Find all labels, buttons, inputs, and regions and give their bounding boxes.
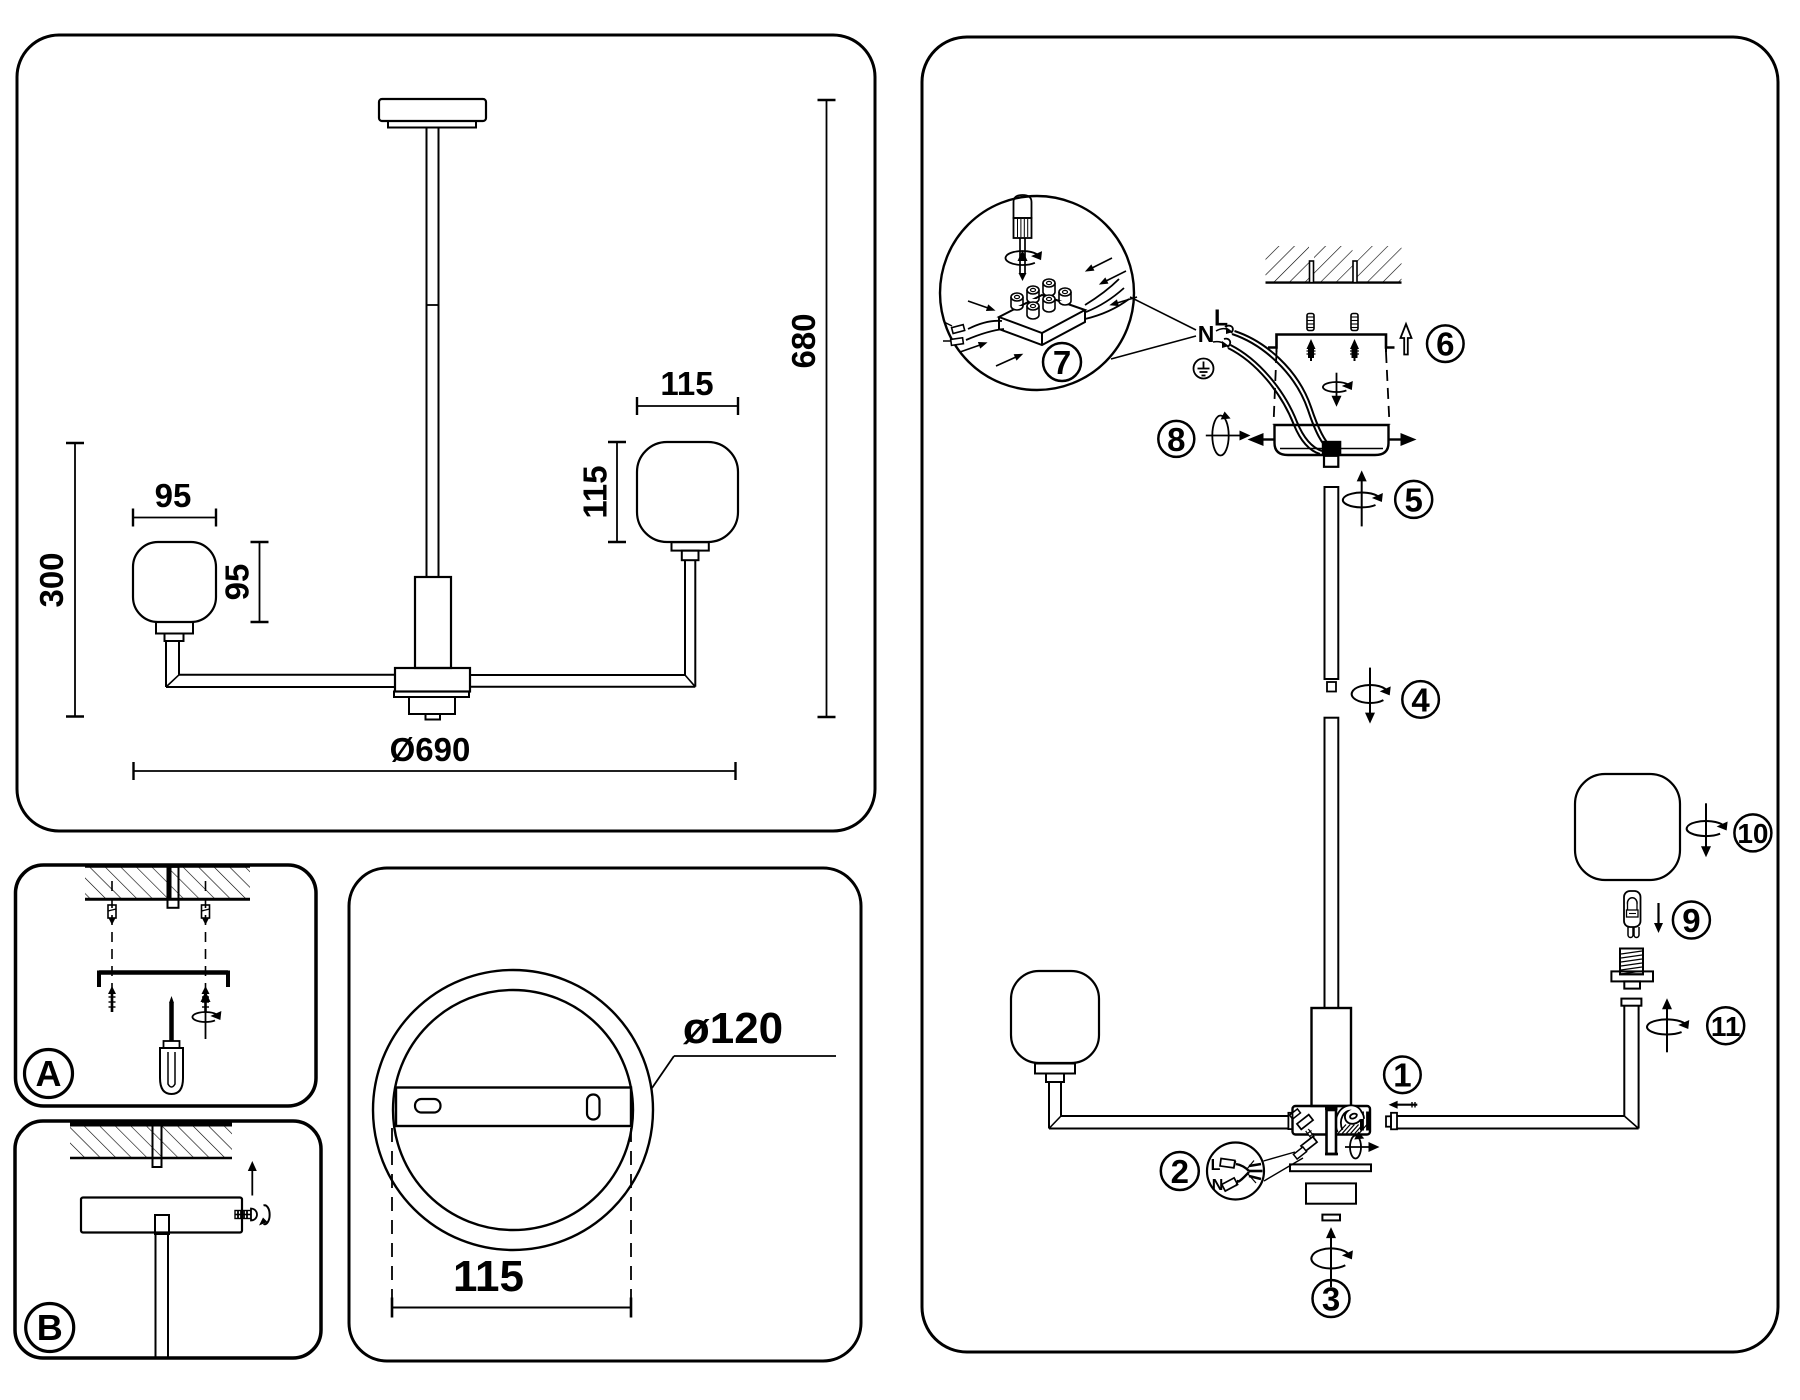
- svg-text:L: L: [1211, 1157, 1221, 1174]
- svg-text:115: 115: [577, 465, 614, 518]
- svg-text:N: N: [1212, 1177, 1224, 1194]
- svg-text:A: A: [36, 1053, 62, 1094]
- svg-text:115: 115: [453, 1252, 524, 1301]
- svg-text:B: B: [37, 1307, 63, 1348]
- svg-text:ø120: ø120: [683, 1004, 783, 1053]
- svg-text:95: 95: [219, 564, 256, 601]
- svg-text:9: 9: [1682, 902, 1700, 939]
- svg-text:7: 7: [1053, 344, 1071, 381]
- svg-text:1: 1: [1393, 1057, 1411, 1094]
- svg-text:8: 8: [1167, 421, 1185, 458]
- svg-text:N: N: [1198, 321, 1215, 347]
- svg-text:300: 300: [33, 552, 70, 607]
- svg-text:3: 3: [1322, 1280, 1340, 1317]
- svg-text:2: 2: [1171, 1153, 1189, 1190]
- svg-text:95: 95: [155, 477, 192, 514]
- svg-text:11: 11: [1711, 1011, 1741, 1042]
- svg-text:10: 10: [1737, 818, 1768, 849]
- svg-text:Ø690: Ø690: [390, 731, 471, 768]
- svg-text:L: L: [1214, 305, 1228, 331]
- svg-text:4: 4: [1411, 681, 1430, 718]
- svg-text:6: 6: [1436, 326, 1454, 363]
- svg-text:5: 5: [1405, 481, 1423, 518]
- svg-text:115: 115: [660, 365, 713, 402]
- svg-text:680: 680: [785, 313, 822, 368]
